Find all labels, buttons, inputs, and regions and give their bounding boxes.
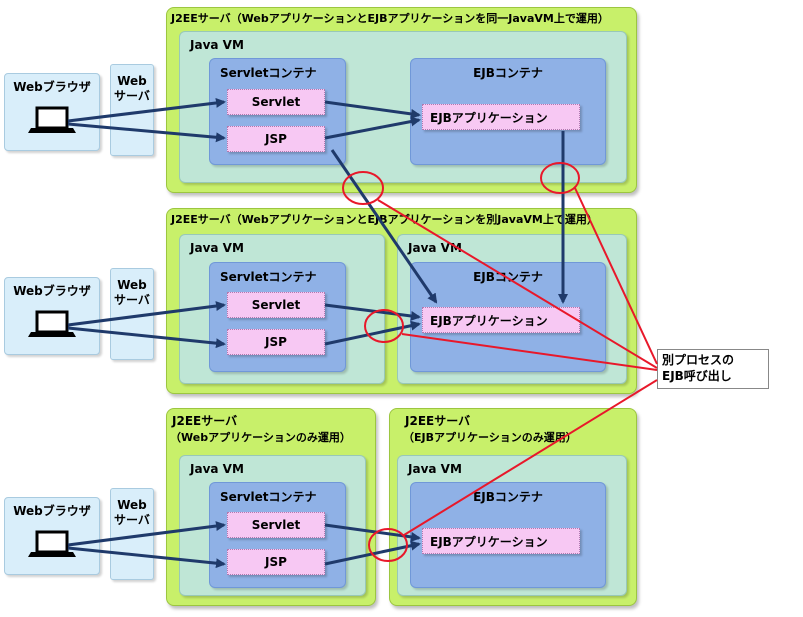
web-server-1-label-1: Web bbox=[117, 74, 147, 88]
j2ee-server-2-title: J2EEサーバ（WebアプリケーションとEJBアプリケーションを別JavaVM上… bbox=[171, 213, 598, 226]
ejb-application-2[interactable]: EJBアプリケーション bbox=[422, 307, 580, 333]
servlet-1[interactable]: Servlet bbox=[227, 89, 325, 115]
j2ee-server-3-ejb-title-2: （EJBアプリケーションのみ運用） bbox=[403, 431, 577, 444]
java-vm-3-right-label: Java VM bbox=[408, 462, 462, 476]
web-browser-3-label: Webブラウザ bbox=[13, 504, 91, 518]
ejb-container-3-label: EJBコンテナ bbox=[473, 490, 543, 504]
jsp-1[interactable]: JSP bbox=[227, 126, 325, 152]
web-server-2-label-2: サーバ bbox=[114, 293, 150, 307]
java-vm-2-right-label: Java VM bbox=[408, 241, 462, 255]
callout-line-1: 別プロセスの bbox=[662, 353, 735, 367]
j2ee-server-1-title: J2EEサーバ（WebアプリケーションとEJBアプリケーションを同一JavaVM… bbox=[171, 12, 609, 25]
remote-ejb-call-callout: 別プロセスの EJB呼び出し bbox=[657, 349, 769, 389]
java-vm-3-left-label: Java VM bbox=[190, 462, 244, 476]
web-browser-1-label: Webブラウザ bbox=[13, 80, 91, 94]
jsp-2[interactable]: JSP bbox=[227, 329, 325, 355]
callout-line-2: EJB呼び出し bbox=[662, 369, 732, 383]
servlet-container-3-label: Servletコンテナ bbox=[220, 490, 317, 504]
jsp-3[interactable]: JSP bbox=[227, 549, 325, 575]
ejb-container-2-label: EJBコンテナ bbox=[473, 270, 543, 284]
web-server-3-label-1: Web bbox=[117, 498, 147, 512]
j2ee-server-3-web-title-1: J2EEサーバ bbox=[172, 414, 238, 428]
servlet-2[interactable]: Servlet bbox=[227, 292, 325, 318]
ejb-application-3[interactable]: EJBアプリケーション bbox=[422, 528, 580, 554]
web-server-3-label-2: サーバ bbox=[114, 513, 150, 527]
java-vm-1-label: Java VM bbox=[190, 38, 244, 52]
web-browser-2-label: Webブラウザ bbox=[13, 284, 91, 298]
servlet-3[interactable]: Servlet bbox=[227, 512, 325, 538]
servlet-container-1-label: Servletコンテナ bbox=[220, 66, 317, 80]
web-server-2-label-1: Web bbox=[117, 278, 147, 292]
servlet-container-2-label: Servletコンテナ bbox=[220, 270, 317, 284]
ejb-application-1[interactable]: EJBアプリケーション bbox=[422, 104, 580, 130]
ejb-container-1-label: EJBコンテナ bbox=[473, 66, 543, 80]
j2ee-server-3-web-title-2: （Webアプリケーションのみ運用） bbox=[170, 431, 351, 444]
web-server-1-label-2: サーバ bbox=[114, 89, 150, 103]
java-vm-2-left-label: Java VM bbox=[190, 241, 244, 255]
j2ee-server-3-ejb-title-1: J2EEサーバ bbox=[405, 414, 471, 428]
